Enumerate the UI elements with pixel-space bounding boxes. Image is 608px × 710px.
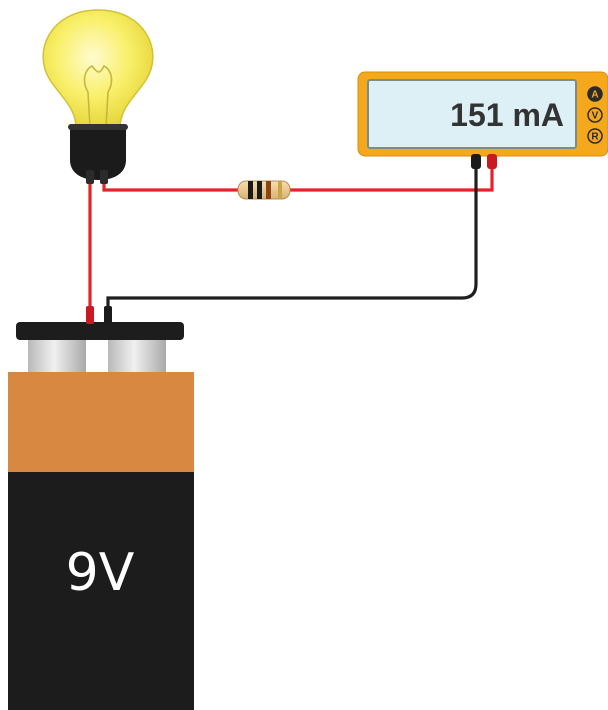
bulb-filament <box>83 64 113 129</box>
bulb-socket-ring <box>68 124 128 130</box>
mode-label-volts: V <box>592 111 599 122</box>
battery-connector-cap <box>16 322 184 340</box>
bulb-socket <box>70 126 126 180</box>
multimeter-screen <box>367 79 577 149</box>
battery-body <box>8 472 194 710</box>
light-bulb <box>42 9 154 184</box>
resistor-band-2 <box>257 181 262 199</box>
resistor-band-3 <box>266 181 271 199</box>
bulb-contact-left <box>86 170 94 184</box>
meter-jack-com[interactable] <box>471 154 481 169</box>
red-wire-bulb-to-meter <box>102 168 494 192</box>
bulb-glass <box>42 9 154 129</box>
battery-terminal-positive <box>28 340 86 374</box>
wires <box>88 168 494 312</box>
mode-label-amps: A <box>591 90 598 101</box>
mode-button-volts[interactable]: V <box>587 107 603 123</box>
battery: 9V <box>8 306 194 710</box>
battery-terminal-negative <box>108 340 166 374</box>
resistor-band-4 <box>278 181 282 199</box>
mode-button-amps[interactable]: A <box>587 86 603 102</box>
mode-label-ohms: R <box>591 132 599 143</box>
resistor <box>237 180 291 200</box>
meter-jack-red[interactable] <box>487 154 497 169</box>
battery-top-band <box>8 372 194 472</box>
battery-clip-positive <box>86 306 94 324</box>
battery-clip-negative <box>104 306 112 324</box>
multimeter-reading: 151 mA <box>450 97 564 133</box>
mode-button-ohms[interactable]: R <box>587 128 603 144</box>
black-wire-meter-to-battery <box>106 168 478 312</box>
resistor-body <box>237 180 291 200</box>
multimeter: 151 mA A V R <box>357 71 608 169</box>
battery-label: 9V <box>66 543 135 603</box>
bulb-contact-right <box>100 170 108 184</box>
resistor-band-1 <box>248 181 253 199</box>
